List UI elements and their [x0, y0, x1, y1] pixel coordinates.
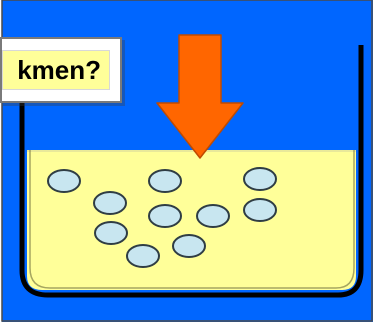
particle	[148, 169, 182, 193]
particle	[243, 167, 277, 191]
particle	[93, 191, 127, 215]
question-label-highlight: kmen?	[2, 50, 110, 90]
question-label: kmen?	[17, 55, 101, 85]
particle	[172, 234, 206, 258]
particle	[126, 244, 160, 268]
particle	[243, 198, 277, 222]
particle	[196, 204, 230, 228]
particle	[148, 204, 182, 228]
down-arrow	[156, 34, 244, 159]
liquid	[27, 150, 356, 290]
vessel-wall-inner-shadow	[29, 150, 355, 289]
particle	[94, 221, 128, 245]
particle	[47, 169, 81, 193]
particles	[47, 167, 277, 268]
question-label-box: kmen?	[0, 37, 122, 103]
vessel-wall	[19, 45, 364, 298]
